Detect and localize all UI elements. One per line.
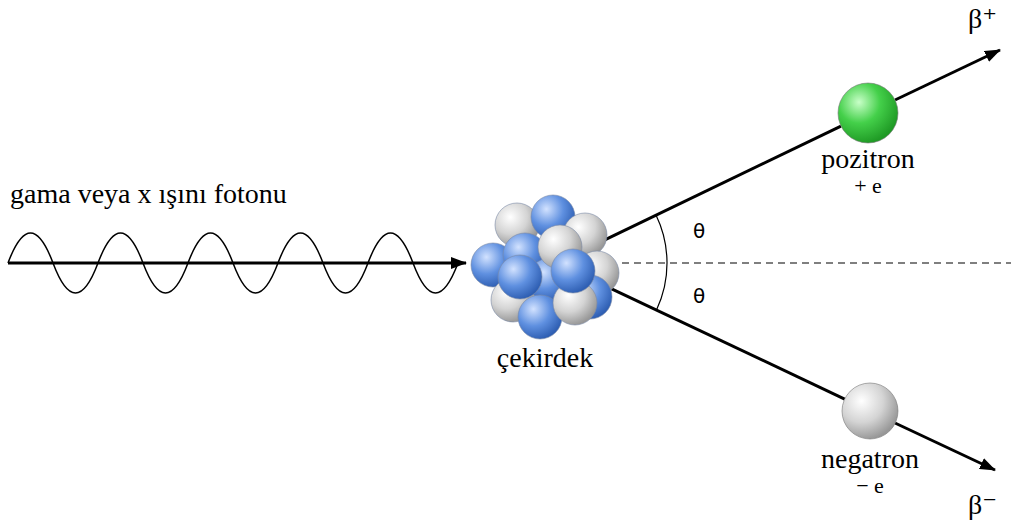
dashed-axis (622, 262, 1011, 264)
photon-axis-arrow (8, 262, 466, 265)
proton-sphere (551, 249, 595, 293)
particle-ball (838, 83, 898, 143)
particle-node: pozitron+ e (808, 81, 928, 199)
positron-sphere (836, 81, 900, 145)
particle-name: negatron (821, 445, 919, 473)
nucleus-node: çekirdek (465, 185, 625, 373)
particle-ball (842, 383, 898, 439)
particle-name: pozitron (821, 145, 914, 173)
particle-charge: − e (856, 473, 884, 499)
angle-arc (656, 215, 667, 310)
particle-track (604, 285, 845, 399)
angle-label: θ (693, 284, 705, 308)
proton-sphere (498, 255, 542, 299)
beta-minus-label: β⁻ (968, 488, 997, 521)
particle-track (602, 126, 841, 241)
particle-charge: + e (854, 173, 882, 199)
negatron-sphere (840, 381, 900, 441)
positron-track-arrow (895, 50, 1000, 100)
photon-label: gama veya x ışını fotonu (10, 178, 287, 210)
nucleus-label: çekirdek (497, 343, 593, 373)
angle-label: θ (693, 219, 705, 243)
beta-plus-label: β⁺ (968, 2, 997, 35)
nucleus-picture (465, 185, 625, 345)
particle-node: negatron− e (810, 381, 930, 499)
